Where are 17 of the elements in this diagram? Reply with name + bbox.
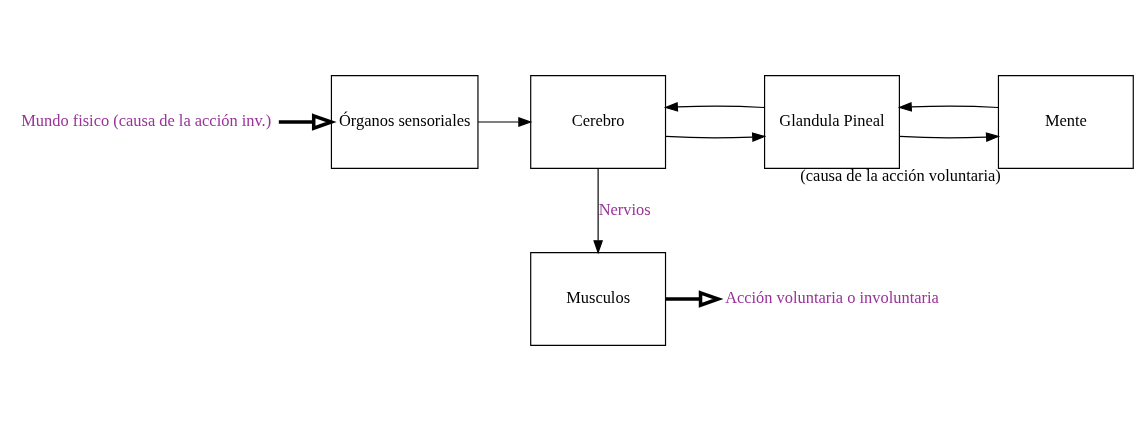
node-box: Cerebro — [530, 75, 667, 169]
arrow — [278, 113, 337, 131]
arrow — [665, 132, 767, 142]
arrow — [593, 167, 604, 255]
arrow — [665, 290, 724, 308]
edge-label: Nervios — [598, 200, 651, 220]
node-box: Órganos sensoriales — [330, 75, 479, 169]
node-text: Mundo fisico (causa de la acción inv.) — [21, 111, 272, 131]
node-box: Glandula Pineal — [764, 75, 900, 169]
node-box: Musculos — [530, 252, 667, 346]
arrow — [663, 102, 766, 112]
node-text: Acción voluntaria o involuntaria — [725, 288, 939, 308]
arrow — [477, 117, 533, 127]
node-box: Mente — [997, 75, 1134, 169]
arrow — [898, 132, 1001, 142]
arrow — [897, 102, 999, 112]
node-label: (causa de la acción voluntaria) — [800, 166, 1001, 186]
